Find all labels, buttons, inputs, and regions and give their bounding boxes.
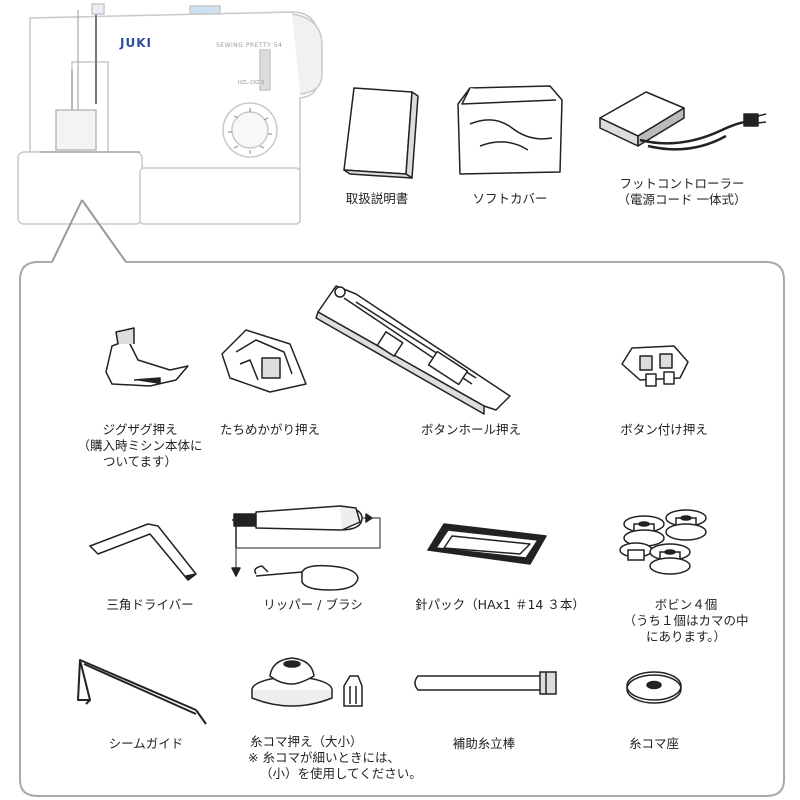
label-bobbins: ボビン４個 （うち１個はカマの中 にあります。） [623,597,749,644]
machine-brand: JUKI [120,36,152,50]
label-ripper-brush: リッパー / ブラシ [263,597,363,612]
label-needle-pack: 針パック（HAx1 ＃14 ３本） [415,597,585,612]
callout-lines [51,199,127,263]
softcover-illustration [457,85,563,175]
label-spool-felt: 糸コマ座 [628,736,680,751]
label-button-sewing-foot: ボタン付け押え [620,422,708,437]
accessory-frame [19,261,785,797]
overcast-foot-illustration [221,329,307,393]
buttonhole-foot-illustration [315,285,511,415]
spool-cap-illustration [251,657,363,707]
manual-illustration [343,87,419,179]
seam-guide-illustration [77,659,207,725]
ripper-brush-illustration [231,505,381,591]
screwdriver-illustration [89,523,197,581]
label-spool-cap: 糸コマ押え（大小） ※ 糸コマが細いときには、 （小）を使用してください。 [248,734,422,781]
spool-felt-illustration [626,671,682,704]
label-foot-controller: フットコントローラー （電源コード 一体式） [617,176,747,207]
spool-pin-illustration [414,671,557,695]
machine-model-line1: SEWING PRETTY 54 [216,42,283,49]
label-zigzag-foot: ジグザグ押え （購入時ミシン本体に ついてます） [77,422,203,469]
label-screwdriver: 三角ドライバー [106,597,194,612]
needle-pack-illustration [427,523,547,565]
label-overcast-foot: たちめかがり押え [219,422,321,437]
label-spool-pin: 補助糸立棒 [452,736,516,751]
dial-ticks [228,108,272,154]
sewing-machine-illustration [17,3,323,225]
machine-model-line2: HZL-29Z-S [238,80,265,86]
label-manual: 取扱説明書 [345,191,409,206]
label-buttonhole-foot: ボタンホール押え [420,422,522,437]
button-sewing-foot-illustration [621,345,689,387]
foot-controller-illustration [599,91,767,151]
zigzag-foot-illustration [105,327,189,387]
label-seam-guide: シームガイド [108,736,184,751]
bobbins-illustration [619,509,707,575]
label-softcover: ソフトカバー [472,191,548,206]
